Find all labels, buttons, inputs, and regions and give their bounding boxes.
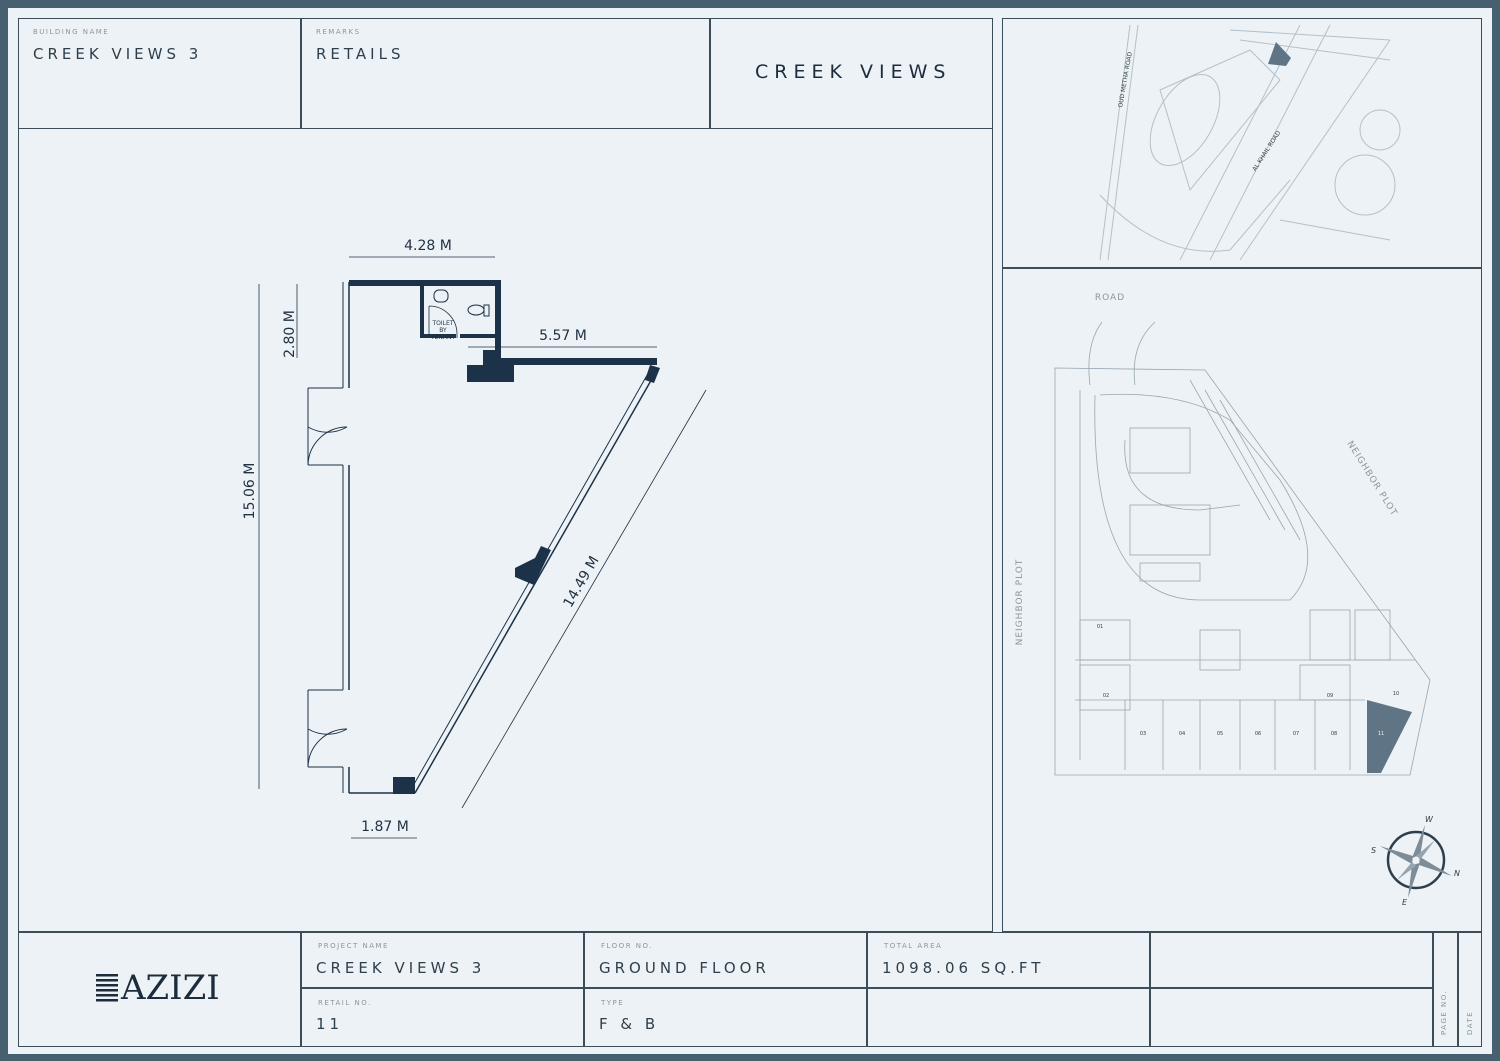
dim-diagonal: 14.49 M <box>560 553 602 610</box>
compass-w: W <box>1425 815 1434 824</box>
dim-right-top: 5.57 M <box>539 328 587 344</box>
divider <box>300 18 302 129</box>
site-plan <box>1054 321 1431 776</box>
area-label: TOTAL AREA <box>884 942 943 950</box>
toilet-label: TENANT <box>430 334 456 341</box>
road-label: ROAD <box>1095 293 1125 303</box>
unit-label: 01 <box>1097 624 1103 630</box>
divider <box>300 987 1432 989</box>
page-title: CREEK VIEWS <box>755 61 952 83</box>
type-label: TYPE <box>601 999 625 1007</box>
dim-left-height: 15.06 M <box>242 463 258 520</box>
unit-label: 06 <box>1255 731 1261 737</box>
page-no-label: PAGE NO. <box>1440 989 1448 1035</box>
floor-label: FLOOR NO. <box>601 942 653 950</box>
neighbor-plot-label: NEIGHBOR PLOT <box>1015 559 1025 646</box>
compass-icon <box>1380 825 1452 898</box>
project-name-label: PROJECT NAME <box>318 942 389 950</box>
azizi-logo: AZIZI <box>96 968 220 1008</box>
unit-label: 04 <box>1179 731 1185 737</box>
unit-label: 08 <box>1331 731 1337 737</box>
map-panel <box>1002 18 1482 932</box>
toilet-label: TOILET <box>432 320 454 327</box>
footer-block <box>18 932 1482 1047</box>
dim-bottom: 1.87 M <box>361 819 409 835</box>
logo-text: AZIZI <box>121 968 220 1008</box>
remarks-label: REMARKS <box>316 28 361 36</box>
divider <box>709 18 711 129</box>
remarks-value: RETAILS <box>316 45 405 63</box>
unit-label: 11 <box>1378 731 1384 737</box>
building-name-label: BUILDING NAME <box>33 28 110 36</box>
divider <box>1149 932 1151 1047</box>
type-value: F & B <box>599 1015 660 1033</box>
toilet-label: BY <box>439 327 447 334</box>
unit-label: 02 <box>1103 693 1109 699</box>
project-name: CREEK VIEWS 3 <box>316 959 486 977</box>
divider <box>1432 932 1434 1047</box>
dim-top: 4.28 M <box>404 238 452 254</box>
divider <box>583 932 585 1047</box>
title-block <box>18 18 993 129</box>
dim-toilet-height: 2.80 M <box>282 310 298 358</box>
location-marker <box>1268 42 1291 66</box>
logo-mark-icon <box>96 974 118 1002</box>
unit-label: 05 <box>1217 731 1223 737</box>
building-name: CREEK VIEWS 3 <box>33 45 203 63</box>
area-value: 1098.06 SQ.FT <box>882 959 1045 977</box>
retail-value: 11 <box>316 1015 344 1033</box>
date-label: DATE <box>1466 1010 1474 1035</box>
compass-e: E <box>1402 898 1408 907</box>
floor-plan-area <box>18 127 993 932</box>
divider <box>1457 932 1459 1047</box>
unit-label: 07 <box>1293 731 1299 737</box>
location-map <box>1099 24 1401 261</box>
compass-n: N <box>1454 869 1460 878</box>
divider <box>866 932 868 1047</box>
divider <box>1002 267 1482 269</box>
unit-label: 10 <box>1393 691 1399 697</box>
unit-label: 03 <box>1140 731 1146 737</box>
divider <box>300 932 302 1047</box>
drawing-sheet <box>8 8 1492 1054</box>
unit-label: 09 <box>1327 693 1333 699</box>
floor-value: GROUND FLOOR <box>599 959 770 977</box>
road-label: AL KHAIL ROAD <box>1251 129 1282 172</box>
unit-11-highlight[interactable] <box>1367 700 1412 773</box>
neighbor-plot-label: NEIGHBOR PLOT <box>1344 440 1398 519</box>
retail-label: RETAIL NO. <box>318 999 372 1007</box>
compass-s: S <box>1371 846 1376 855</box>
